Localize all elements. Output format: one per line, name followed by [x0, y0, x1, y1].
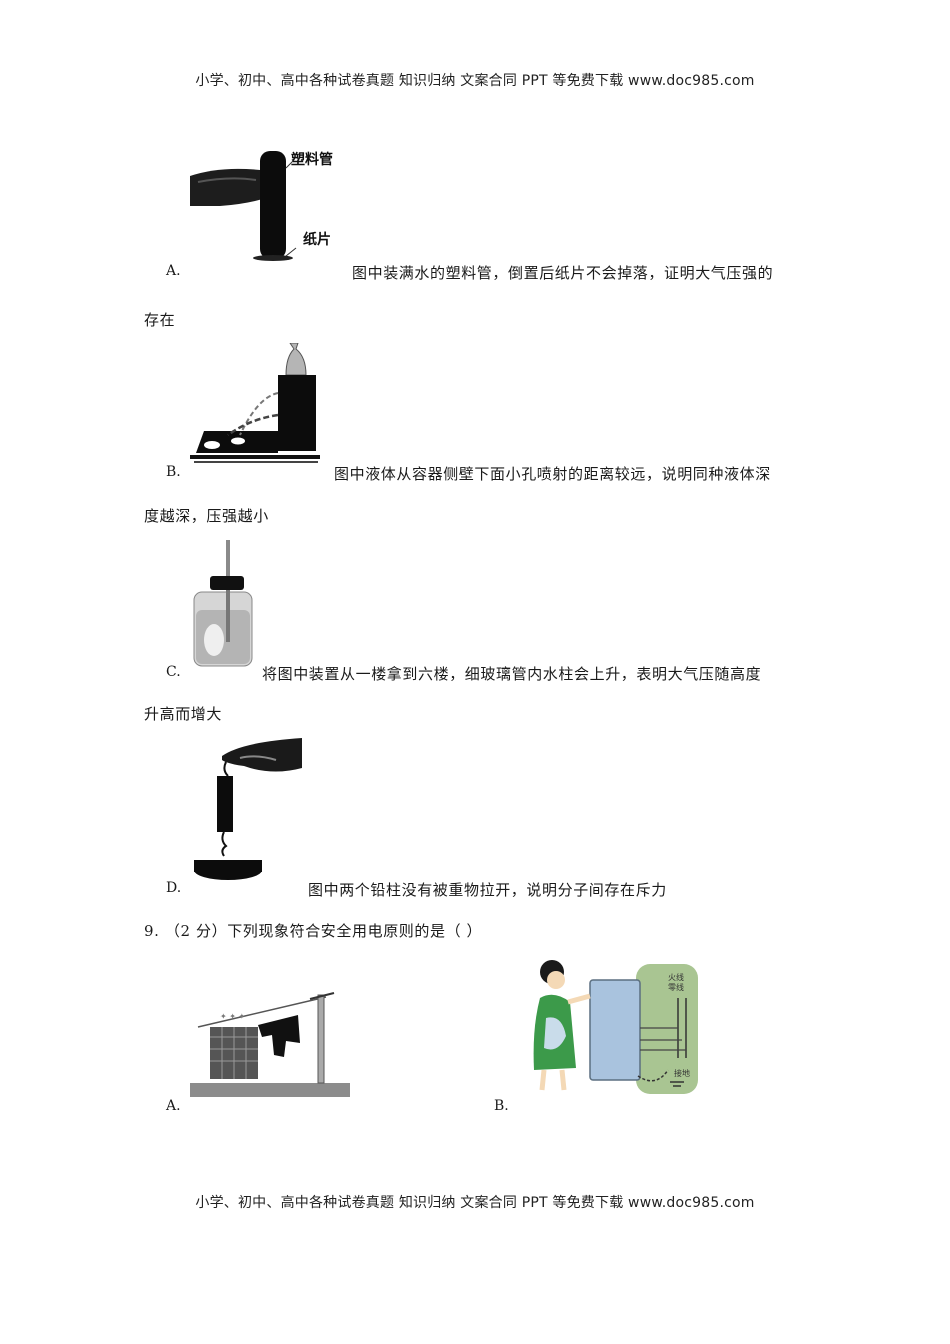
q9-option-label-a: A.: [166, 1098, 181, 1114]
option-a-text-cont: 存在: [144, 311, 176, 329]
q9-option-label-b: B.: [494, 1098, 509, 1114]
question-9-stem: 9. （2 分）下列现象符合安全用电原则的是（ ）: [144, 922, 483, 940]
bottle-glass-tube-figure: [192, 540, 254, 668]
option-label-d: D.: [166, 880, 182, 896]
option-a-text: 图中装满水的塑料管，倒置后纸片不会掉落，证明大气压强的: [352, 264, 774, 282]
figure-label-plastic-tube: 塑料管: [291, 151, 333, 168]
page-footer-banner: 小学、初中、高中各种试卷真题 知识归纳 文案合同 PPT 等免费下载 www.d…: [195, 1195, 755, 1211]
figure-label-neutral-wire: 零线: [668, 982, 684, 992]
option-label-c: C.: [166, 664, 181, 680]
option-c-text-cont: 升高而增大: [144, 705, 223, 723]
page-header-banner: 小学、初中、高中各种试卷真题 知识归纳 文案合同 PPT 等免费下载 www.d…: [195, 73, 755, 89]
svg-text:✦ ✦ ✦: ✦ ✦ ✦: [220, 1012, 245, 1021]
plastic-tube-paper-figure: 塑料管 纸片: [190, 148, 350, 263]
lead-cylinders-weight-figure: [192, 736, 304, 882]
option-b-text-cont: 度越深，压强越小: [144, 507, 269, 525]
option-d-text: 图中两个铅柱没有被重物拉开，说明分子间存在斥力: [308, 881, 667, 899]
container-holes-spray-figure: [190, 343, 325, 468]
figure-label-ground: 接地: [674, 1068, 690, 1078]
figure-label-paper: 纸片: [303, 231, 331, 248]
clothes-on-power-line-figure: ✦ ✦ ✦: [190, 985, 350, 1097]
option-label-a: A.: [166, 263, 181, 279]
figure-label-live-wire: 火线: [668, 972, 684, 982]
option-c-text: 将图中装置从一楼拿到六楼，细玻璃管内水柱会上升，表明大气压随高度: [262, 665, 762, 683]
fridge-grounding-figure: 火线 零线 接地: [518, 958, 698, 1098]
option-label-b: B.: [166, 464, 181, 480]
option-b-text: 图中液体从容器侧壁下面小孔喷射的距离较远，说明同种液体深: [334, 465, 771, 483]
